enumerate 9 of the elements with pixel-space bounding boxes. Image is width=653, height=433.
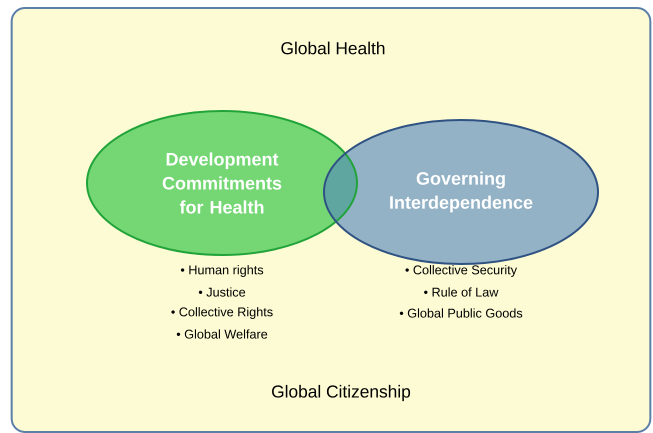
bullet-item: • Global Welfare [176, 329, 268, 339]
bullet-item: • Global Public Goods [400, 308, 522, 318]
bullet-item: • Human rights [180, 265, 264, 277]
heading: Global Citizenship [272, 384, 410, 402]
bullet-item: • Collective Security [405, 265, 518, 277]
bullet-item: • Rule of Law [424, 287, 498, 297]
heading: Global Health [281, 42, 384, 54]
bullet-item: • Collective Rights [171, 307, 273, 319]
bullet-item: • Justice [198, 287, 246, 297]
